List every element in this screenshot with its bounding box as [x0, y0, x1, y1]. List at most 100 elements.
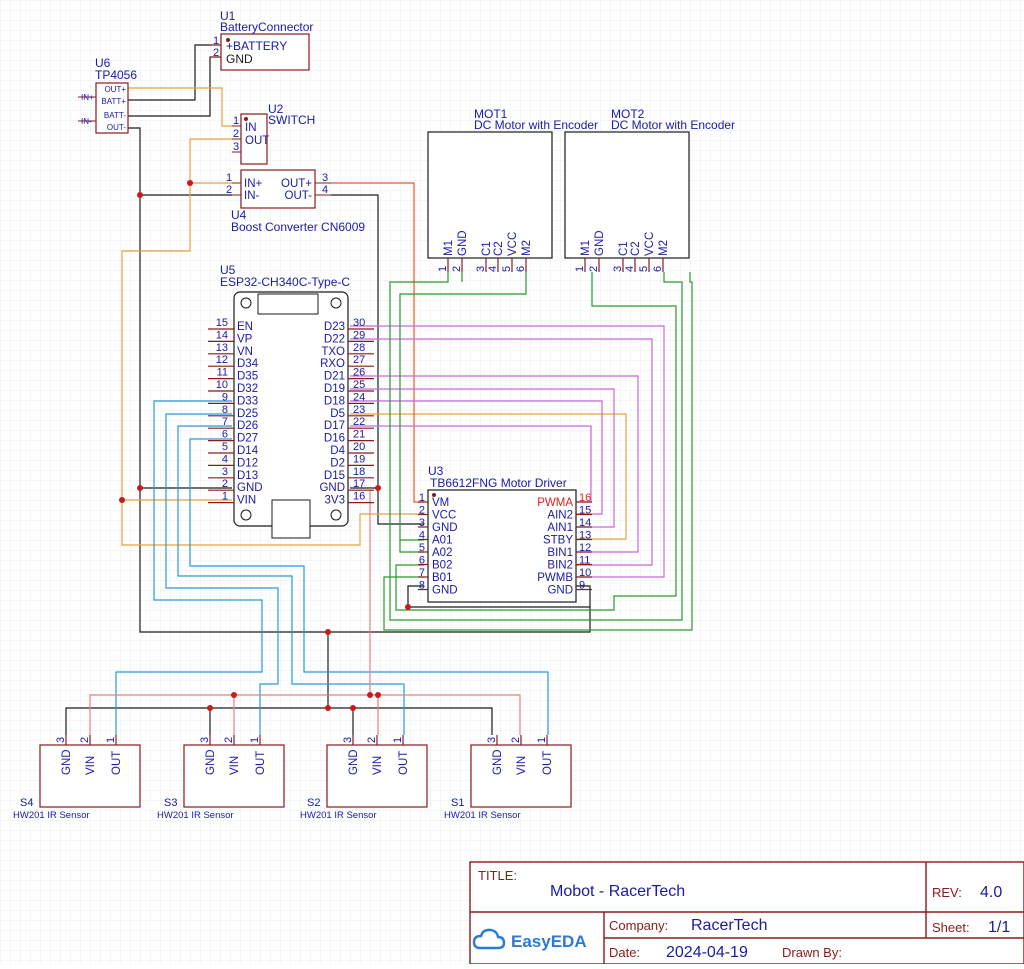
u5-right-pin-num: 22	[353, 416, 365, 428]
u6-tp4056[interactable]: U6 TP4056 IN+ IN- OUT+ BATT+ BATT- OUT-	[78, 56, 137, 134]
u5-left-pin-name: EN	[237, 321, 253, 333]
sensor-ref: S4	[20, 797, 33, 809]
u5-left-pin-num: 15	[216, 317, 228, 329]
u3-right-pin-num: 14	[579, 517, 591, 529]
wire-gnd-driver	[407, 585, 591, 608]
u1-battery-connector[interactable]: U1 BatteryConnector 1 2 +BATTERY GND	[210, 9, 313, 71]
u3-left-pin-num: 4	[419, 530, 425, 542]
easyeda-logo: EasyEDA	[472, 928, 587, 951]
u3-left-pin-num: 7	[419, 567, 425, 579]
u3-left-pin-num: 6	[419, 555, 425, 567]
u5-right-pin-num: 16	[353, 491, 365, 503]
u5-left-pin-num: 13	[216, 342, 228, 354]
u5-left-pin-name: D32	[237, 383, 258, 395]
mot2-ref: MOT2	[611, 107, 645, 121]
sensor-pin-num: 3	[342, 737, 354, 743]
u5-left-pin-name: D12	[237, 457, 258, 469]
u3-right-pin-name: AIN1	[547, 522, 573, 534]
u1-pin1-name: +BATTERY	[226, 39, 287, 53]
u3-right-pin-num: 15	[579, 505, 591, 517]
wire-gnd-main	[128, 127, 591, 633]
u5-left-pin-num: 2	[222, 478, 228, 490]
u3-left-pin-name: A02	[432, 547, 452, 559]
u1-pin1-num: 1	[213, 35, 219, 47]
u2-ref: U2	[268, 102, 284, 116]
u4-name: Boost Converter CN6009	[231, 220, 365, 234]
u3-left-pin-name: VCC	[432, 510, 456, 522]
u5-left-pin-name: D25	[237, 408, 258, 420]
u2-pin3-num: 3	[233, 141, 239, 153]
junctions	[119, 180, 411, 711]
sensor-pin-num: 2	[366, 737, 378, 743]
u2-pin1-num: 1	[233, 115, 239, 127]
wire-mot2-m2	[383, 272, 693, 631]
u5-left-pin-num: 11	[217, 367, 228, 379]
u5-left-pin-name: VN	[237, 346, 253, 358]
mot2-name: DC Motor with Encoder	[611, 118, 735, 132]
esp32-chip-outline	[271, 499, 311, 539]
drawn-by-label: Drawn By:	[782, 945, 842, 960]
u3-right-pin-num: 11	[579, 555, 590, 567]
u5-right-pin-name: 3V3	[325, 495, 345, 507]
sensor-pin-name: GND	[492, 749, 504, 775]
sheet-value: 1/1	[988, 919, 1010, 936]
u2-name: SWITCH	[268, 113, 315, 127]
u3-left-pin-name: A01	[432, 535, 452, 547]
wire-d26	[177, 425, 405, 735]
u5-left-pin-num: 4	[222, 453, 228, 465]
wire-gnd-sensors	[65, 707, 493, 735]
u5-left-pin-num: 1	[222, 491, 228, 503]
u6-in-plus: IN+	[81, 93, 94, 102]
mot1-pin-name: M2	[521, 240, 533, 256]
u3-right-pin-num: 13	[579, 530, 591, 542]
u5-right-pin-name: GND	[319, 482, 345, 494]
sheet-label: Sheet:	[932, 920, 970, 935]
u5-right-pin-name: D18	[324, 395, 345, 407]
u2-switch[interactable]: U2 SWITCH 1 2 3 IN OUT	[232, 102, 315, 165]
u5-left-pin-num: 8	[222, 404, 228, 416]
wire-sensor-vin	[89, 694, 521, 735]
u3-name: TB6612FNG Motor Driver	[430, 476, 567, 490]
u5-left-pin-name: GND	[237, 482, 263, 494]
u5-left-pin-num: 10	[216, 379, 228, 391]
u5-right-pin-name: D17	[324, 420, 345, 432]
u5-right-pin-name: D22	[324, 333, 345, 345]
sensor-name: HW201 IR Sensor	[157, 810, 234, 821]
u5-right-pin-name: D21	[324, 371, 345, 383]
mot1-pin-name: GND	[457, 230, 469, 256]
wire-d23	[350, 325, 665, 578]
sensor-pin-num: 1	[392, 737, 404, 743]
u3-left-pin-num: 8	[419, 580, 425, 592]
mot1-motor[interactable]: MOT1 DC Motor with Encoder 1M12GND3C14C2…	[427, 107, 598, 272]
mot2-pin-num: 2	[588, 266, 600, 272]
sensor-pin-name: GND	[205, 749, 217, 775]
wire-mot2-m1	[395, 272, 677, 611]
wire-d25	[165, 413, 279, 735]
mot1-pin-num: 6	[515, 266, 527, 272]
mot1-name: DC Motor with Encoder	[474, 118, 598, 132]
mot2-motor[interactable]: MOT2 DC Motor with Encoder 1M12GND3C14C2…	[564, 107, 735, 272]
u5-right-pin-name: D16	[324, 433, 345, 445]
u6-batt-plus: BATT+	[101, 97, 126, 106]
wire-d33	[115, 400, 263, 735]
rev-label: REV:	[932, 885, 962, 900]
u5-right-pin-num: 30	[353, 317, 365, 329]
u3-right-pin-name: STBY	[543, 535, 573, 547]
mot2-pin-name: C1	[618, 241, 630, 256]
u5-right-pin-num: 23	[353, 404, 365, 416]
sensor-pin-name: GND	[61, 749, 73, 775]
u6-out-plus: OUT+	[104, 85, 126, 94]
u4-out-plus: OUT+	[281, 178, 312, 190]
company-label: Company:	[609, 918, 668, 933]
wire-mot1-m2	[399, 272, 527, 541]
u5-right-pin-num: 24	[353, 391, 365, 403]
u4-boost-converter[interactable]: 1 2 3 4 IN+ IN- OUT+ OUT- U4 Boost Conve…	[226, 169, 365, 234]
u3-right-pin-name: AIN2	[547, 510, 573, 522]
